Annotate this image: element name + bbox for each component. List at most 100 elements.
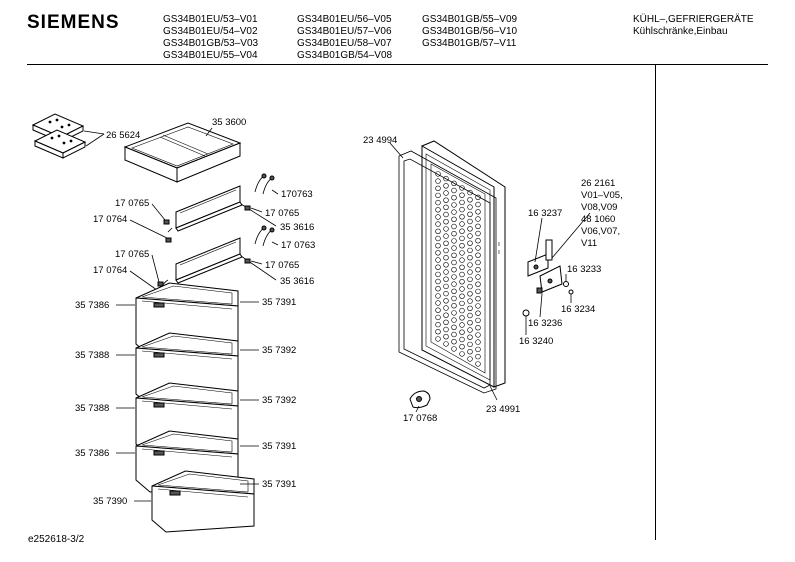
door-liner-dimple xyxy=(443,283,449,290)
part-label: 35 7392 xyxy=(262,395,296,406)
part-label: 16 3236 xyxy=(528,318,562,329)
part-label: 17 0763 xyxy=(281,240,315,251)
part-label: 170763 xyxy=(281,189,313,200)
door-liner-dimple xyxy=(459,300,465,307)
door-liner-dimple xyxy=(467,349,473,355)
door-liner-dimple xyxy=(451,231,457,237)
category: KÜHL–,GEFRIERGERÄTE Kühlschränke,Einbau xyxy=(633,14,754,38)
model-number: GS34B01GB/56–V10 xyxy=(422,26,518,37)
door-liner-dimple xyxy=(443,341,449,347)
door-liner-dimple xyxy=(475,346,481,353)
freezer-tray-part xyxy=(123,122,242,183)
door-liner-dimple xyxy=(451,216,457,223)
door-liner-dimple xyxy=(459,351,465,357)
part-label: V08,V09 xyxy=(581,202,617,213)
part-label: 35 7391 xyxy=(262,441,296,452)
door-liner-dimple xyxy=(459,185,465,191)
door-liner-dimple xyxy=(451,238,457,244)
door-liner-dimple xyxy=(451,252,457,259)
model-number: GS34B01GB/53–V03 xyxy=(163,38,259,49)
door-liner-dimple xyxy=(459,329,465,335)
door-liner-dimple xyxy=(443,226,449,232)
door-liner-dimple xyxy=(475,296,481,302)
door-liner-dimple xyxy=(467,262,473,268)
door-liner-dimple xyxy=(443,334,449,340)
door-liner-dimple xyxy=(467,189,473,196)
model-list-col2: GS34B01EU/56–V05 GS34B01EU/57–V06 GS34B0… xyxy=(297,14,392,62)
part-label: 23 4991 xyxy=(486,404,520,415)
door-liner-dimple xyxy=(451,267,457,273)
model-number: GS34B01EU/58–V07 xyxy=(297,38,392,49)
door-liner-dimple xyxy=(467,312,473,319)
door-liner-dimple xyxy=(475,223,481,230)
door-liner-dimple xyxy=(459,279,465,285)
door-liner-dimple xyxy=(459,264,465,270)
door-liner-dimple xyxy=(443,175,449,182)
door-liner-dimple xyxy=(467,269,473,275)
door-liner-dimple xyxy=(459,228,465,234)
door-liner-dimple xyxy=(467,218,473,225)
model-list-col3: GS34B01GB/55–V09 GS34B01GB/56–V10 GS34B0… xyxy=(422,14,517,50)
door-liner-dimple xyxy=(475,216,481,222)
door-liner-dimple xyxy=(475,310,481,316)
door-liner-dimple xyxy=(443,319,449,325)
model-list-col1: GS34B01EU/53–V01 GS34B01EU/54–V02 GS34B0… xyxy=(163,14,258,62)
door-liner-dimple xyxy=(451,331,457,338)
door-liner-dimple xyxy=(459,293,465,299)
door-liner-dimple xyxy=(467,283,473,290)
door-liner-dimple xyxy=(467,276,473,283)
door-liner-dimple xyxy=(459,336,465,343)
door-liner-dimple xyxy=(435,321,441,328)
door-liner-dimple xyxy=(443,219,449,225)
door-seal-part xyxy=(398,150,497,394)
pin-part xyxy=(522,309,530,317)
door-liner-dimple xyxy=(451,180,457,187)
drawer-part xyxy=(151,470,255,533)
door-liner-dimple xyxy=(467,298,473,304)
part-label: 35 7391 xyxy=(262,297,296,308)
door-liner-dimple xyxy=(475,332,481,338)
part-label: V01–V05, xyxy=(581,190,623,201)
door-liner-dimple xyxy=(451,317,457,323)
door-liner-dimple xyxy=(451,223,457,230)
door-liner-dimple xyxy=(475,201,481,208)
door-liner-dimple xyxy=(435,271,441,278)
door-liner-dimple xyxy=(443,255,449,261)
side-panel-divider xyxy=(655,64,656,540)
door-liner-dimple xyxy=(451,310,457,316)
door-liner-dimple xyxy=(459,243,465,249)
door-liner-dimple xyxy=(435,235,441,242)
door-liner-dimple xyxy=(443,276,449,282)
door-liner-dimple xyxy=(451,281,457,287)
part-label: 23 4994 xyxy=(363,135,397,146)
door-liner-dimple xyxy=(475,267,481,273)
door-liner-dimple xyxy=(443,298,449,304)
door-liner-dimple xyxy=(459,286,465,292)
part-label: 17 0768 xyxy=(403,413,437,424)
door-liner-dimple xyxy=(443,326,449,333)
part-label: 35 7392 xyxy=(262,345,296,356)
door-liner-dimple xyxy=(475,281,481,287)
door-liner-dimple xyxy=(435,214,441,220)
door-liner-dimple xyxy=(475,325,481,331)
part-label: 35 7390 xyxy=(93,496,127,507)
door-liner-dimple xyxy=(451,259,457,266)
door-liner-dimple xyxy=(475,230,481,237)
door-liner-dimple xyxy=(467,320,473,326)
model-number: GS34B01EU/54–V02 xyxy=(163,26,258,37)
door-liner-dimple xyxy=(435,228,441,235)
door-liner-dimple xyxy=(435,207,441,213)
hinge-bracket-part xyxy=(527,239,563,293)
door-liner-dimple xyxy=(451,187,457,194)
door-liner-dimple xyxy=(451,346,457,352)
part-label: 17 0765 xyxy=(115,198,149,209)
door-liner-dimple xyxy=(475,288,481,295)
brand-logo: SIEMENS xyxy=(27,12,120,33)
door-liner-dimple xyxy=(435,264,441,270)
door-liner-dimple xyxy=(467,204,473,210)
part-label: 16 3233 xyxy=(567,264,601,275)
part-label: 17 0764 xyxy=(93,265,127,276)
door-liner-dimple xyxy=(435,278,441,285)
model-number: GS34B01GB/55–V09 xyxy=(422,14,518,25)
door-liner-dimple xyxy=(435,171,441,177)
